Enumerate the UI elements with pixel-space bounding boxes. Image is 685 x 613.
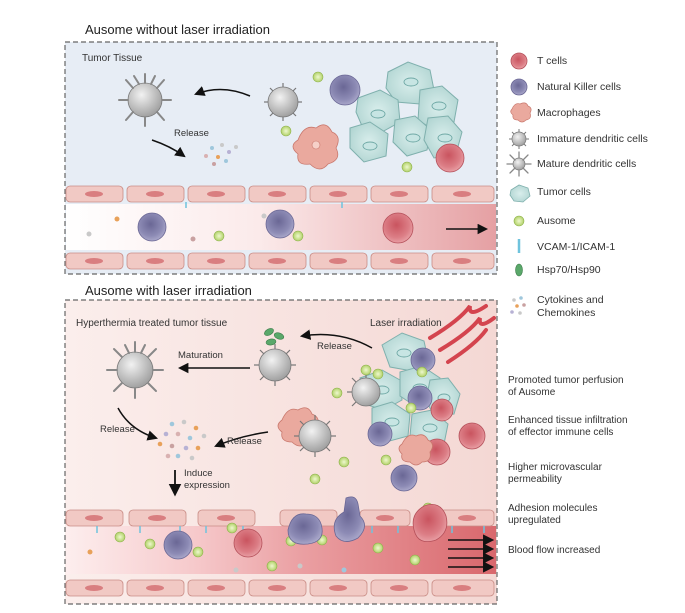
t-cell	[458, 422, 486, 450]
bottom-region-label: Hyperthermia treated tumor tissue	[76, 318, 228, 329]
release-right-arrow	[214, 431, 269, 448]
induce-label-2: expression	[184, 480, 230, 491]
bottom-flow-arrows	[448, 534, 495, 573]
nk-cell-icon	[510, 78, 528, 96]
nk-cell-extravasating	[287, 513, 323, 545]
release-hsp-arrow	[299, 329, 373, 349]
t-cell	[435, 143, 465, 173]
hsp-particles	[264, 328, 285, 346]
top-release-label: Release	[174, 128, 209, 139]
legend-icons	[506, 52, 532, 315]
maturation-label: Maturation	[178, 350, 223, 361]
bottom-cytokines	[157, 419, 207, 461]
mature-dendritic-cell	[106, 341, 164, 399]
nk-cell	[367, 421, 393, 447]
release-hsp-label: Release	[317, 341, 352, 352]
maturation-arrow-top	[194, 86, 251, 97]
t-cell	[430, 398, 454, 422]
nk-cell	[390, 464, 418, 492]
legend-label-hsp: Hsp70/Hsp90	[537, 264, 601, 276]
mature-dc-icon	[506, 151, 532, 177]
nk-cell-in-vessel	[163, 530, 193, 560]
legend-label-immature-dc: Immature dendritic cells	[537, 133, 648, 145]
top-vessel-upper-wall	[65, 185, 495, 203]
legend-label-tumor-cells: Tumor cells	[537, 186, 591, 198]
release-left-arrow	[117, 407, 159, 441]
laser-beams	[428, 304, 496, 364]
nk-cell-in-vessel	[137, 212, 167, 242]
legend-label-macrophages: Macrophages	[537, 107, 601, 119]
legend-label-t-cells: T cells	[537, 55, 568, 67]
immature-dendritic-cell	[264, 83, 302, 121]
bottom-vessel-lower-wall	[65, 579, 495, 597]
legend-label-nk-cells: Natural Killer cells	[537, 81, 622, 93]
induce-label-1: Induce	[184, 468, 213, 479]
laser-label: Laser irradiation	[370, 318, 442, 329]
top-vessel-lower-wall	[65, 252, 495, 270]
ausome-icon	[513, 215, 525, 227]
t-cell-in-vessel	[382, 212, 414, 244]
bottom-panel-title: Ausome with laser irradiation	[85, 283, 252, 298]
legend-label-ausome: Ausome	[537, 215, 576, 227]
tumor-cell-icon	[509, 184, 531, 203]
legend-label-vcam-icam: VCAM-1/ICAM-1	[537, 241, 616, 253]
release-left-label: Release	[100, 424, 135, 435]
immature-dendritic-cell	[294, 415, 336, 457]
legend-label-cytokines-1: Cytokines and	[537, 294, 604, 306]
t-cell-icon	[510, 52, 528, 70]
t-cell-in-vessel	[233, 528, 263, 558]
nk-cell-extravasating	[333, 496, 365, 542]
legend-label-mature-dc: Mature dendritic cells	[537, 158, 637, 170]
bottom-ausomes	[114, 364, 434, 572]
nk-cell-in-vessel	[265, 209, 295, 239]
immature-dendritic-cell	[347, 373, 381, 407]
legend-label-cytokines-2: Chemokines	[537, 307, 596, 319]
top-receptors	[185, 202, 343, 208]
hsp-icon	[515, 263, 523, 277]
immature-dc-icon	[509, 129, 529, 149]
release-arrow-top	[151, 139, 186, 158]
mature-dendritic-cell	[118, 73, 172, 127]
cytokine-icon	[510, 296, 526, 315]
top-ausomes	[213, 71, 413, 242]
release-right-label: Release	[227, 436, 262, 447]
nk-cell	[329, 74, 361, 106]
top-region-label: Tumor Tissue	[82, 53, 143, 64]
bottom-vessel-upper-wall	[65, 509, 495, 527]
immature-dendritic-cell	[254, 344, 296, 386]
top-panel-title: Ausome without laser irradiation	[85, 22, 270, 37]
effect-blood-flow: Blood flow increased	[508, 545, 601, 556]
t-cell-extravasating	[412, 503, 448, 543]
top-cytokines	[204, 143, 238, 166]
macrophage-icon	[510, 102, 532, 123]
